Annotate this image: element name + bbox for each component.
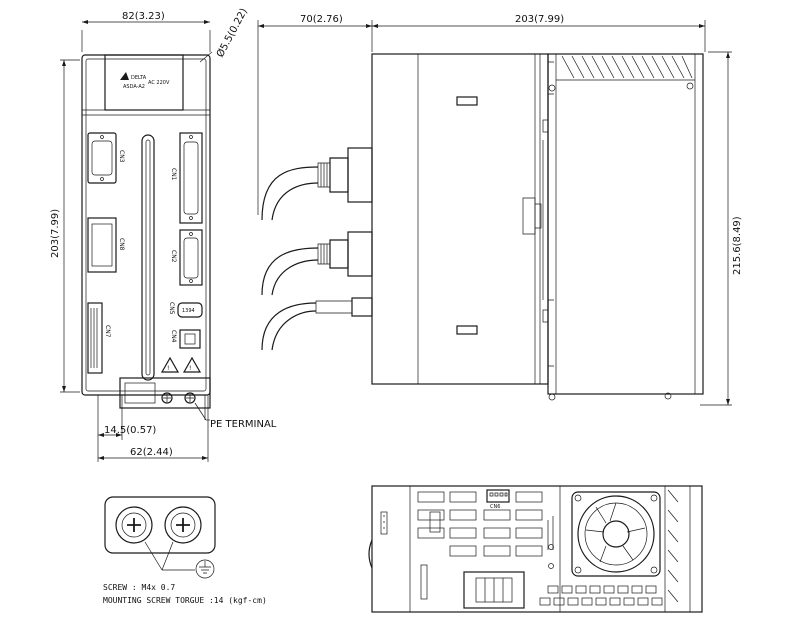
dim-front-height: 203(7.99) — [50, 209, 61, 258]
svg-text:1394: 1394 — [182, 308, 195, 314]
dim-bottom-width: 62(2.44) — [130, 447, 173, 458]
cn6-label: CN6 — [490, 504, 500, 510]
dim-side-height: 215.6(8.49) — [732, 216, 743, 275]
cn7-label: CN7 — [104, 325, 111, 338]
torque-label: MOUNTING SCREW TORGUE :14 (kgf-cm) — [103, 596, 267, 605]
screw-icon — [161, 392, 173, 404]
dim-bottom-offset: 14.5(0.57) — [104, 425, 156, 436]
cn1-label: CN1 — [170, 168, 177, 181]
cn2-label: CN2 — [170, 250, 177, 263]
screw-label: SCREW : M4x 0.7 — [103, 583, 175, 592]
warning-icon — [182, 356, 202, 373]
cn3-label: CN3 — [118, 150, 125, 163]
fan-icon — [571, 491, 661, 577]
ac-label: AC 220V — [148, 80, 170, 86]
svg-text:!: ! — [189, 365, 191, 372]
bottom-vent-row — [539, 585, 663, 606]
svg-text:!: ! — [167, 365, 169, 372]
pe-terminal-label: PE TERMINAL — [210, 419, 277, 430]
front-view: 82(3.23) Ø5.5(0.22) DELTA ASDA-A2 AC 220… — [50, 6, 277, 462]
dim-front-width: 82(3.23) — [122, 11, 165, 22]
ground-icon — [195, 559, 215, 579]
svg-text:DELTA: DELTA — [131, 75, 147, 81]
cn8-label: CN8 — [118, 238, 125, 251]
screw-icon — [184, 392, 196, 404]
dim-side-depth: 203(7.99) — [515, 14, 564, 25]
cn5-label: CN5 — [168, 302, 175, 315]
svg-text:ASDA-A2: ASDA-A2 — [123, 84, 145, 90]
cable-cn2 — [261, 231, 373, 296]
cn4-label: CN4 — [170, 330, 177, 343]
side-view: 70(2.76) 203(7.99) 215.6(8.49) — [257, 14, 743, 406]
dim-mount-hole: Ø5.5(0.22) — [214, 6, 250, 59]
delta-logo-icon — [120, 72, 129, 80]
screw-detail: SCREW : M4x 0.7 MOUNTING SCREW TORGUE :1… — [103, 496, 267, 605]
cable-cn1 — [261, 147, 373, 221]
warning-icon — [160, 356, 180, 373]
dim-side-depth-offset: 70(2.76) — [300, 14, 343, 25]
bottom-view: CN6 — [368, 485, 703, 613]
vent-grid — [417, 491, 543, 557]
cable-cn4 — [261, 297, 373, 351]
